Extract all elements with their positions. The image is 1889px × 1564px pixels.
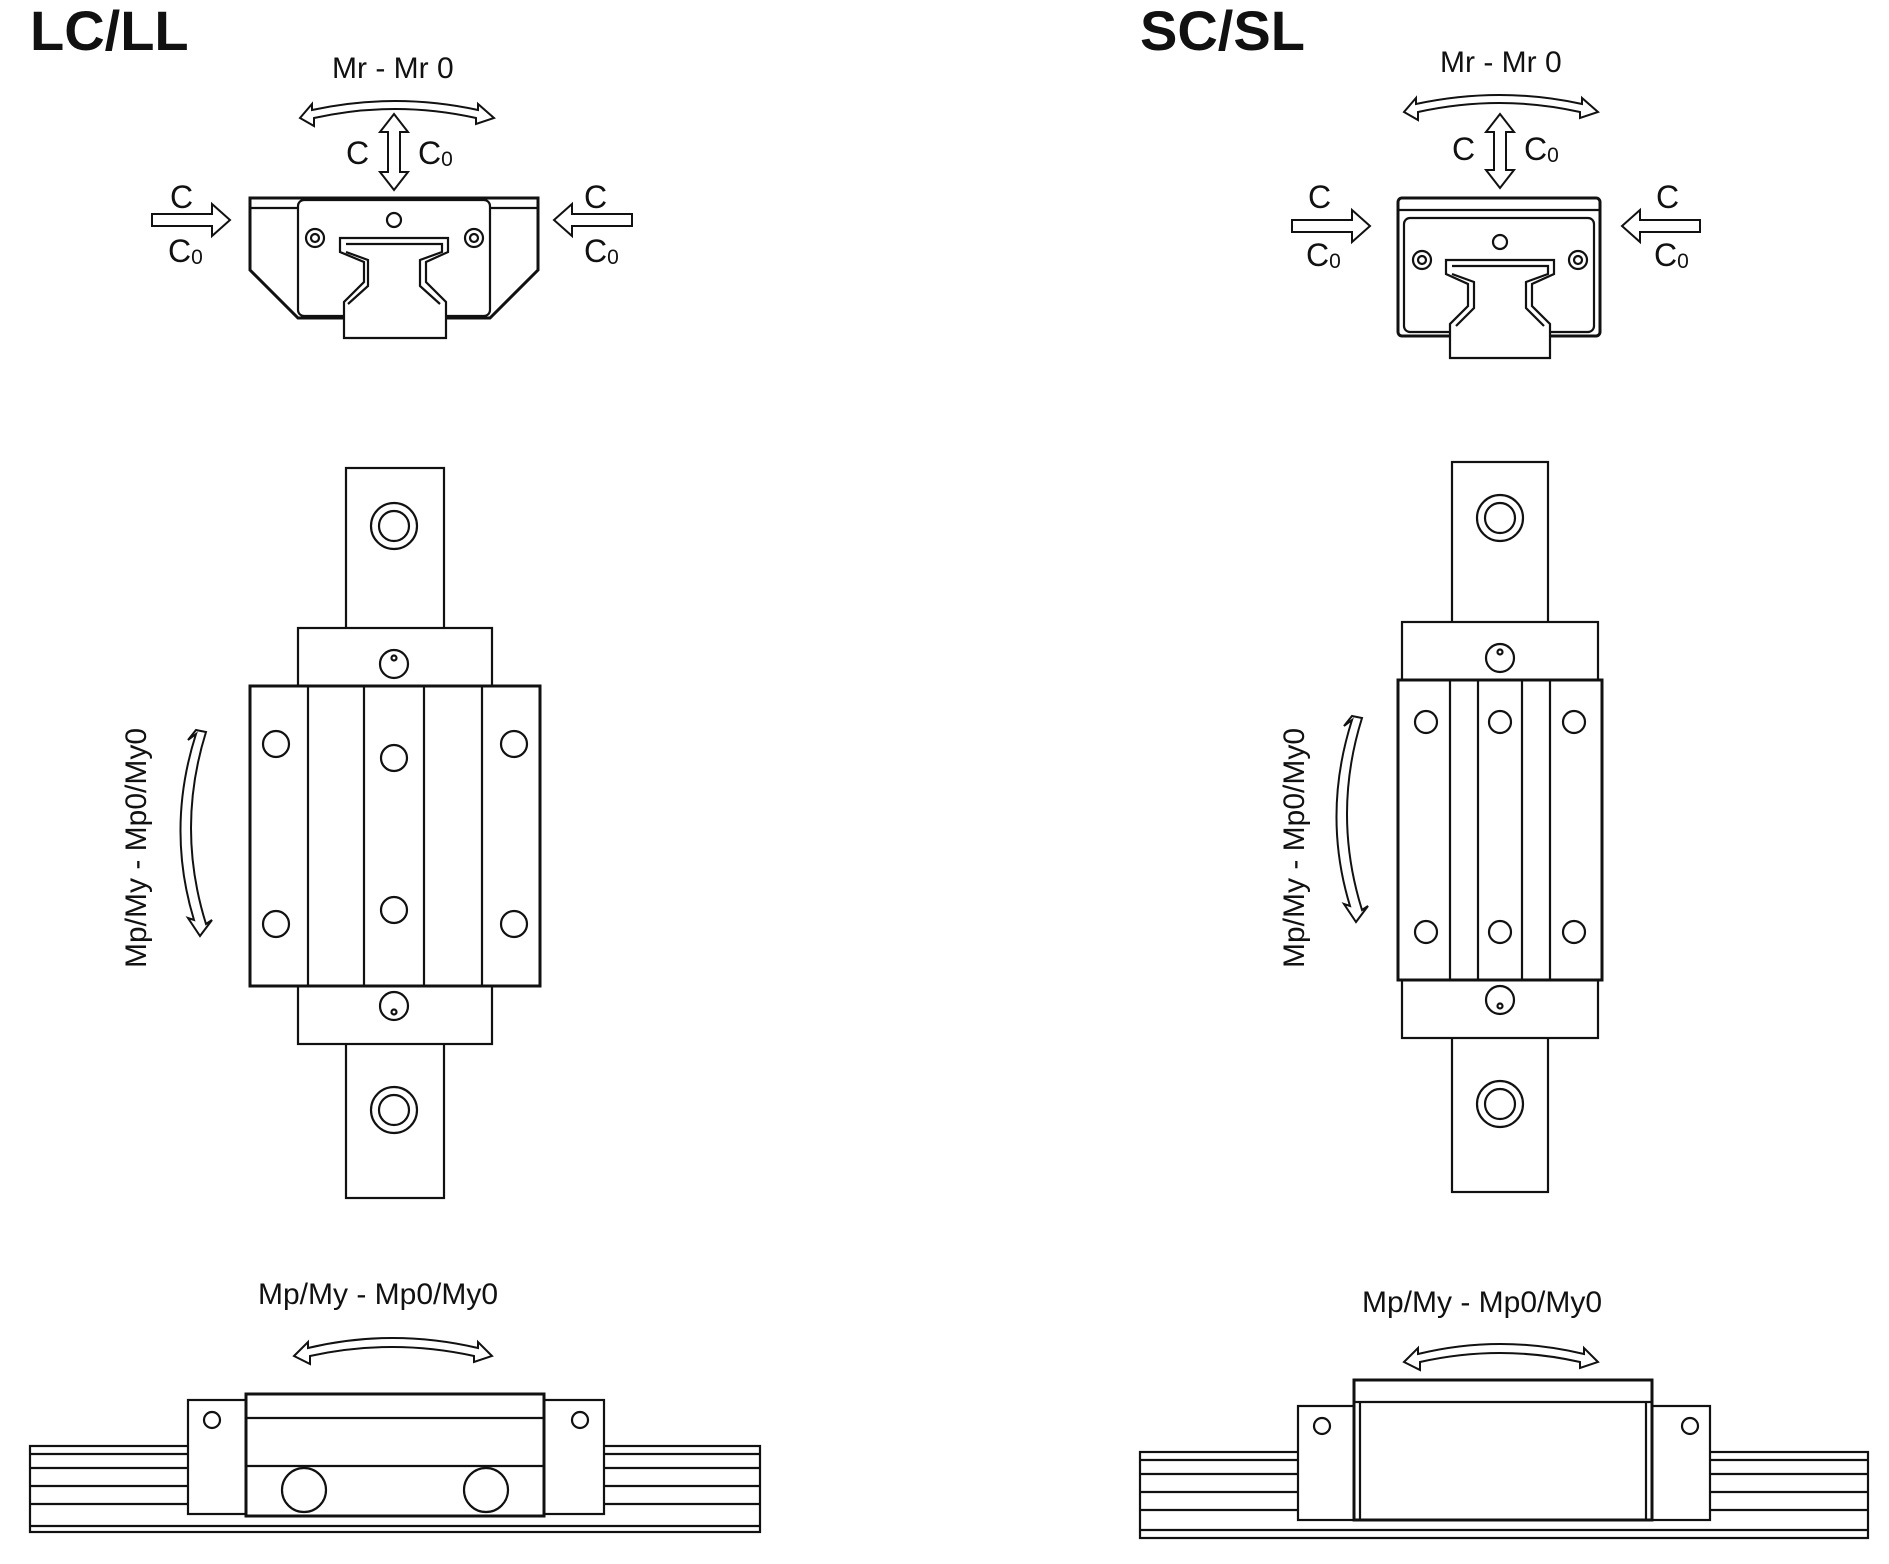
- sc-vertical-c-label: C: [1452, 131, 1475, 167]
- sc-right-c-label: C: [1656, 179, 1679, 215]
- sc-roll-label: Mr - Mr 0: [1440, 46, 1562, 79]
- lc-right-c-label: C: [584, 179, 607, 215]
- sc-sl-group: SC/SL Mr - Mr 0 C C0 C C0 C C0: [1138, 0, 1870, 1540]
- lc-roll-arrow-icon: [298, 100, 496, 128]
- lc-left-side-arrow-icon: [151, 201, 232, 239]
- lc-left-c0-label: C0: [168, 233, 203, 269]
- lc-plan-view: [248, 466, 542, 1200]
- sc-side-view: [1138, 1378, 1870, 1540]
- lc-vertical-load-arrow-icon: [377, 112, 411, 192]
- lc-roll-label: Mr - Mr 0: [332, 52, 454, 85]
- lc-ll-title: LC/LL: [30, 0, 189, 62]
- lc-right-side-arrow-icon: [552, 201, 633, 239]
- lc-right-c0-label: C0: [584, 233, 619, 269]
- lc-left-c-label: C: [170, 179, 193, 215]
- lc-vertical-c-label: C: [346, 135, 369, 171]
- lc-end-view: [248, 196, 540, 340]
- sc-left-c-label: C: [1308, 179, 1331, 215]
- sc-right-side-arrow-icon: [1620, 207, 1701, 245]
- sc-side-moment-arrow-icon: [1402, 1343, 1600, 1372]
- sc-right-c0-label: C0: [1654, 237, 1689, 273]
- lc-vertical-c0-label: C0: [418, 135, 453, 171]
- sc-plan-view: [1396, 460, 1604, 1194]
- lc-plan-moment-label: Mp/My - Mp0/My0: [120, 728, 153, 968]
- sc-side-moment-label: Mp/My - Mp0/My0: [1362, 1286, 1602, 1319]
- lc-side-moment-arrow-icon: [292, 1337, 494, 1366]
- sc-sl-title: SC/SL: [1140, 0, 1305, 62]
- sc-end-view: [1396, 196, 1602, 360]
- sc-vertical-load-arrow-icon: [1483, 112, 1517, 190]
- sc-plan-moment-arrow-icon: [1335, 714, 1369, 924]
- sc-plan-moment-label: Mp/My - Mp0/My0: [1278, 728, 1311, 968]
- lc-plan-moment-arrow-icon: [179, 728, 213, 938]
- sc-left-side-arrow-icon: [1291, 207, 1372, 245]
- sc-vertical-c0-label: C0: [1524, 131, 1559, 167]
- sc-left-c0-label: C0: [1306, 237, 1341, 273]
- lc-side-view: [28, 1392, 762, 1534]
- sc-roll-arrow-icon: [1402, 94, 1600, 122]
- lc-ll-group: LC/LL Mr - Mr 0 C C0 C C0 C C0: [28, 0, 762, 1534]
- lc-side-moment-label: Mp/My - Mp0/My0: [258, 1278, 498, 1311]
